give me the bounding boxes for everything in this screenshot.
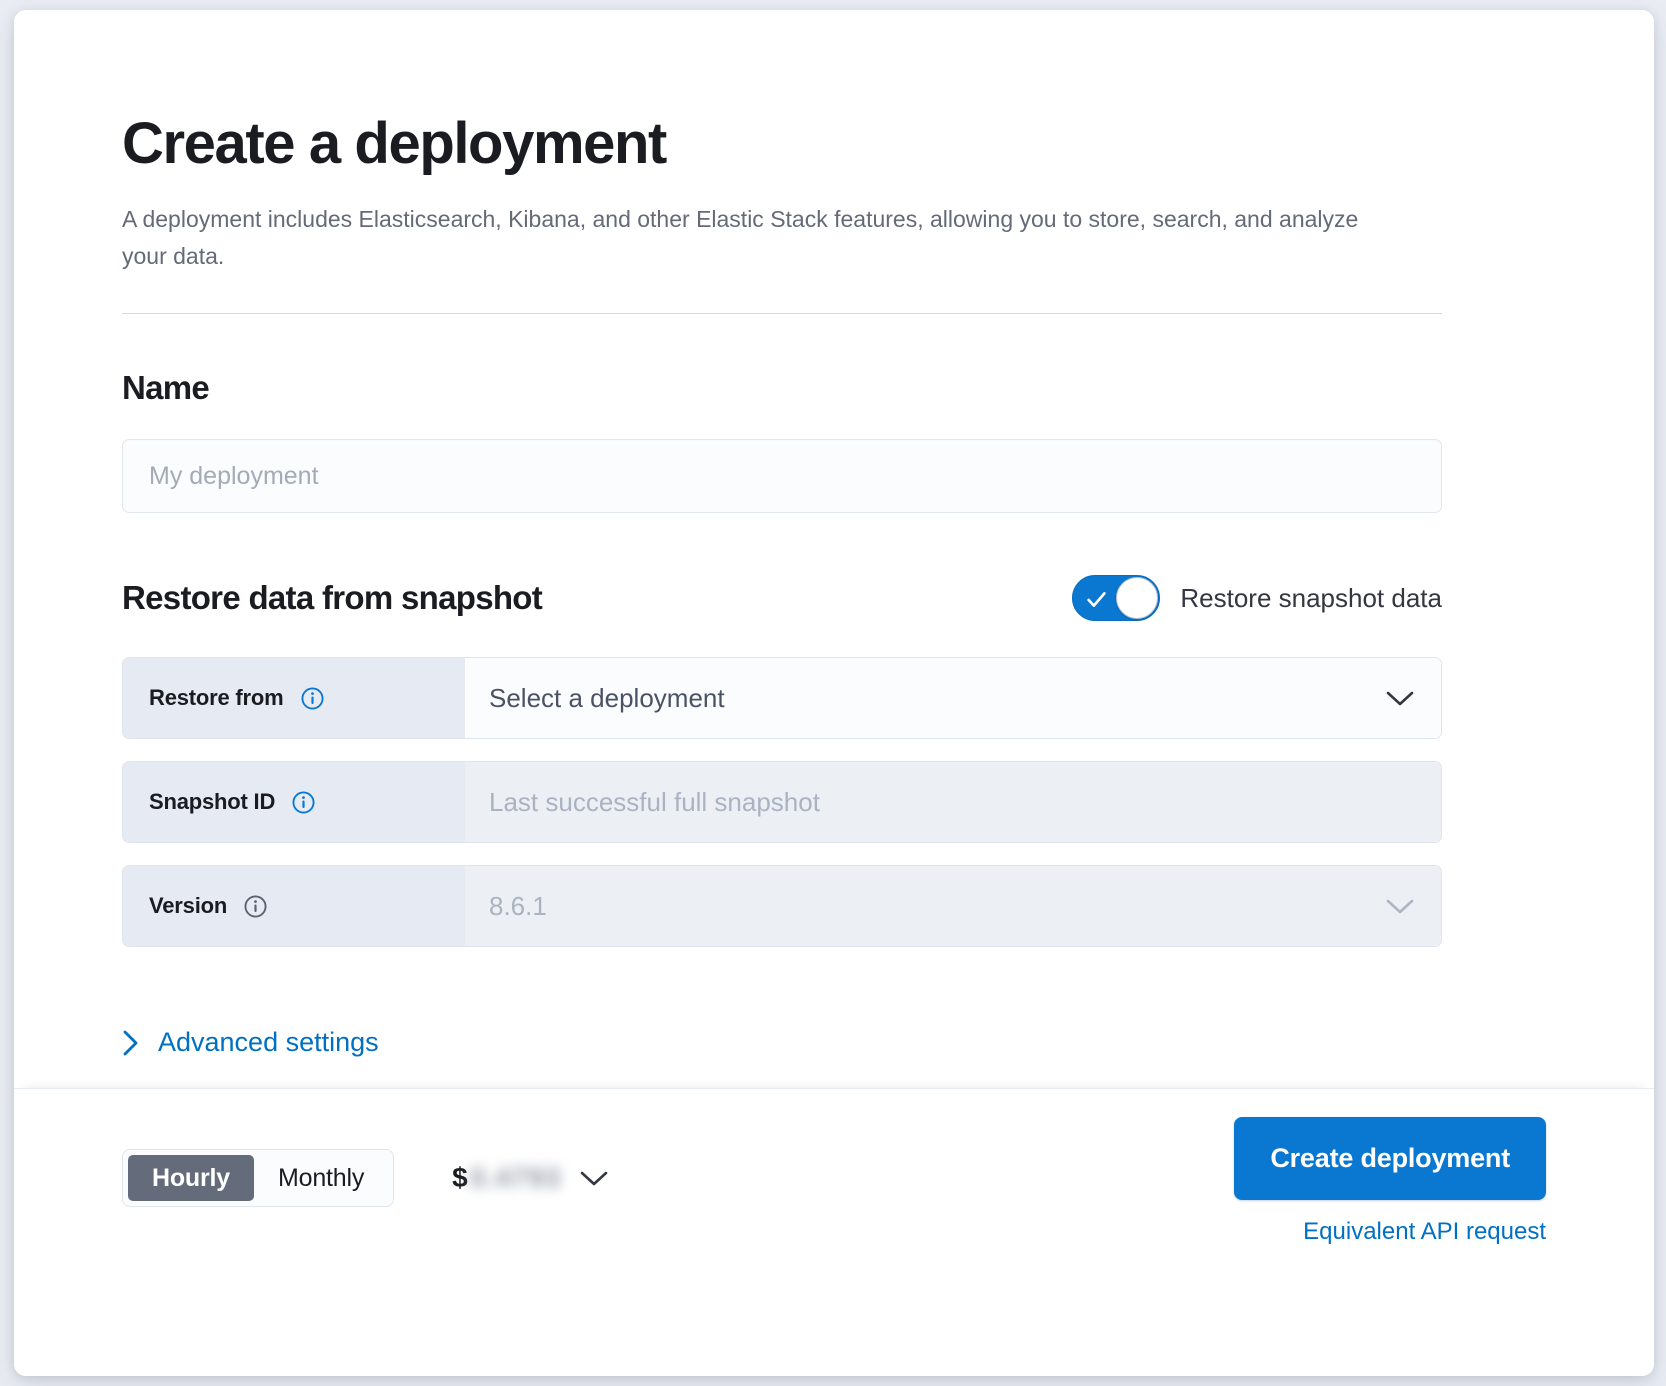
footer-inner: Hourly Monthly $0.4793 Create deployment — [122, 1089, 1546, 1376]
restore-snapshot-toggle[interactable] — [1072, 575, 1161, 622]
restore-from-value: Select a deployment — [489, 682, 725, 713]
name-section: Name My deployment — [122, 369, 1442, 514]
chevron-down-icon — [1386, 899, 1414, 914]
restore-toggle-label: Restore snapshot data — [1180, 582, 1442, 613]
restore-heading: Restore data from snapshot — [122, 579, 543, 617]
content-column: Create a deployment A deployment include… — [122, 111, 1442, 1062]
info-icon[interactable] — [244, 895, 267, 918]
snapshot-id-label-cell: Snapshot ID — [123, 762, 465, 843]
header-divider — [122, 313, 1442, 315]
version-field: 8.6.1 — [465, 866, 1441, 947]
footer-bar: Hourly Monthly $0.4793 Create deployment — [14, 1088, 1654, 1376]
page-subtitle: A deployment includes Elasticsearch, Kib… — [122, 205, 1359, 270]
advanced-settings-link[interactable]: Advanced settings — [122, 1027, 379, 1058]
footer-right-group: Create deployment Equivalent API request — [1234, 1117, 1546, 1246]
restore-toggle-group: Restore snapshot data — [1072, 575, 1442, 622]
version-value: 8.6.1 — [489, 890, 547, 921]
restore-from-label: Restore from — [149, 685, 284, 711]
restore-section-header: Restore data from snapshot Restore snaps… — [122, 575, 1442, 622]
deployment-name-input[interactable]: My deployment — [122, 439, 1442, 514]
billing-option-monthly[interactable]: Monthly — [277, 1163, 365, 1192]
currency-symbol: $ — [452, 1162, 468, 1193]
chevron-down-icon[interactable] — [579, 1169, 609, 1188]
page-title: Create a deployment — [122, 111, 667, 176]
version-row: Version 8.6.1 — [122, 865, 1442, 948]
restore-from-field[interactable]: Select a deployment — [465, 658, 1441, 739]
chevron-down-icon[interactable] — [1385, 689, 1415, 708]
deployment-name-placeholder: My deployment — [149, 461, 319, 490]
version-label-cell: Version — [123, 866, 465, 947]
version-label: Version — [149, 893, 228, 919]
billing-option-hourly[interactable]: Hourly — [128, 1155, 254, 1201]
price-amount: 0.4793 — [469, 1162, 562, 1193]
snapshot-id-value: Last successful full snapshot — [489, 786, 820, 817]
toggle-knob — [1116, 577, 1159, 620]
create-deployment-card: Create a deployment A deployment include… — [14, 10, 1654, 1376]
create-deployment-button[interactable]: Create deployment — [1234, 1117, 1546, 1200]
price-value: $0.4793 — [452, 1162, 561, 1194]
snapshot-id-label: Snapshot ID — [149, 789, 276, 815]
restore-from-label-cell: Restore from — [123, 658, 465, 739]
advanced-settings-label: Advanced settings — [158, 1027, 379, 1058]
chevron-right-icon — [123, 1030, 138, 1056]
snapshot-id-field: Last successful full snapshot — [465, 762, 1441, 843]
check-icon — [1087, 592, 1107, 608]
snapshot-id-row: Snapshot ID Last successful full snapsho… — [122, 761, 1442, 844]
info-icon[interactable] — [292, 791, 315, 814]
price-display[interactable]: $0.4793 — [452, 1162, 609, 1194]
name-heading: Name — [122, 369, 210, 407]
footer-left-group: Hourly Monthly $0.4793 — [122, 1149, 609, 1207]
equivalent-api-request-link[interactable]: Equivalent API request — [1303, 1218, 1546, 1245]
info-icon[interactable] — [301, 687, 324, 710]
billing-period-segmented-control: Hourly Monthly — [122, 1149, 395, 1207]
restore-from-row[interactable]: Restore from Select a deployment — [122, 657, 1442, 740]
card-body: Create a deployment A deployment include… — [14, 10, 1654, 1088]
